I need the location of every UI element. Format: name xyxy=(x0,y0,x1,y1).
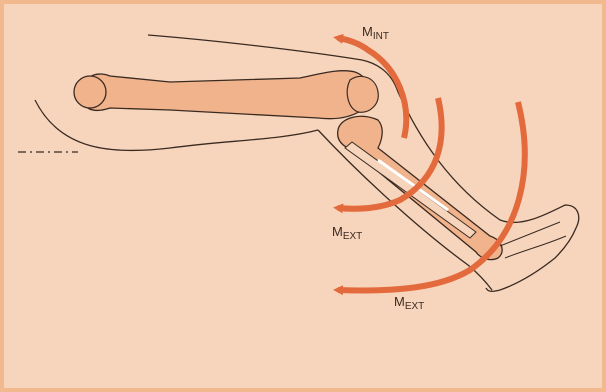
m-ext-inner-label: MEXT xyxy=(332,224,362,242)
patella xyxy=(347,76,378,112)
m-int-label: MINT xyxy=(362,24,389,42)
m-ext-outer-label: MEXT xyxy=(394,294,424,312)
femur-bone xyxy=(74,71,370,119)
